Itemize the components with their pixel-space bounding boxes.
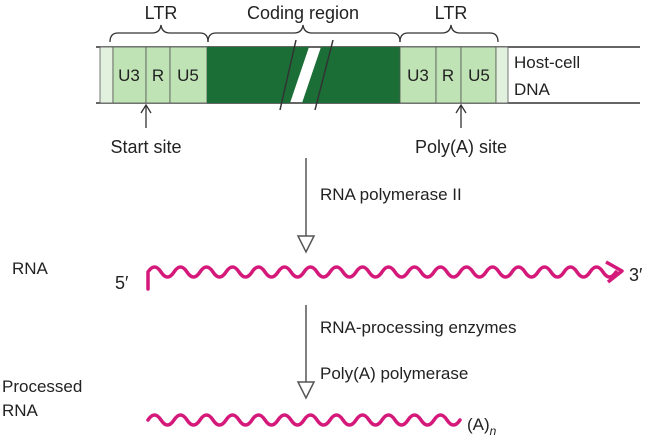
left-flank-strip	[99, 46, 114, 104]
coding-region-label: Coding region	[247, 3, 359, 23]
right-ltr: U3 R U5	[399, 46, 497, 104]
polya-site-label: Poly(A) site	[415, 137, 507, 157]
left-r-box	[145, 46, 171, 104]
left-u3-label: U3	[118, 66, 140, 85]
processed-rna-label-line2: RNA	[2, 401, 39, 420]
right-ltr-label: LTR	[435, 3, 468, 23]
rna-three-prime: 3′	[629, 265, 643, 285]
transcription-arrow	[296, 158, 316, 254]
host-dna-label-line1: Host-cell	[514, 53, 580, 72]
polya-tail-base: (A)	[467, 415, 490, 434]
enzyme1-label: RNA polymerase II	[320, 185, 462, 204]
left-ltr: U3 R U5	[112, 46, 208, 104]
left-r-label: R	[152, 66, 164, 85]
polya-tail-subscript: n	[490, 424, 497, 438]
start-site-label: Start site	[110, 137, 181, 157]
processed-rna-label-line1: Processed	[2, 377, 82, 396]
enzyme2b-label: Poly(A) polymerase	[320, 364, 468, 383]
rna-arrowhead	[605, 260, 624, 284]
right-flank-strip	[495, 46, 509, 104]
right-u3-box	[399, 46, 437, 104]
host-dna-label-line2: DNA	[514, 80, 551, 99]
rna-strand	[146, 265, 618, 291]
rna-label: RNA	[12, 259, 49, 278]
rna-five-prime: 5′	[115, 273, 129, 293]
coding-region	[207, 39, 400, 111]
left-u5-label: U5	[177, 66, 199, 85]
enzyme2a-label: RNA-processing enzymes	[320, 318, 517, 337]
coding-brace	[207, 24, 401, 43]
transcription-arrowhead	[296, 235, 316, 254]
polya-site-arrowhead	[455, 103, 467, 114]
polya-tail-label: (A)n	[467, 415, 497, 438]
right-u3-label: U3	[407, 66, 429, 85]
coding-right-block	[302, 47, 400, 103]
start-site-arrowhead	[140, 103, 152, 114]
right-r-label: R	[442, 66, 454, 85]
processing-arrow	[296, 305, 316, 400]
left-ltr-brace	[109, 24, 209, 43]
right-u5-label: U5	[468, 66, 490, 85]
right-ltr-brace	[399, 24, 499, 43]
processing-arrowhead	[296, 381, 316, 400]
right-u5-box	[460, 46, 497, 104]
break-mark-left	[279, 39, 297, 111]
left-u3-box	[112, 46, 147, 104]
left-u5-box	[169, 46, 208, 104]
left-ltr-label: LTR	[145, 3, 178, 23]
processed-rna-strand	[146, 413, 462, 427]
coding-left-block	[207, 47, 309, 103]
break-mark-right	[314, 39, 334, 111]
